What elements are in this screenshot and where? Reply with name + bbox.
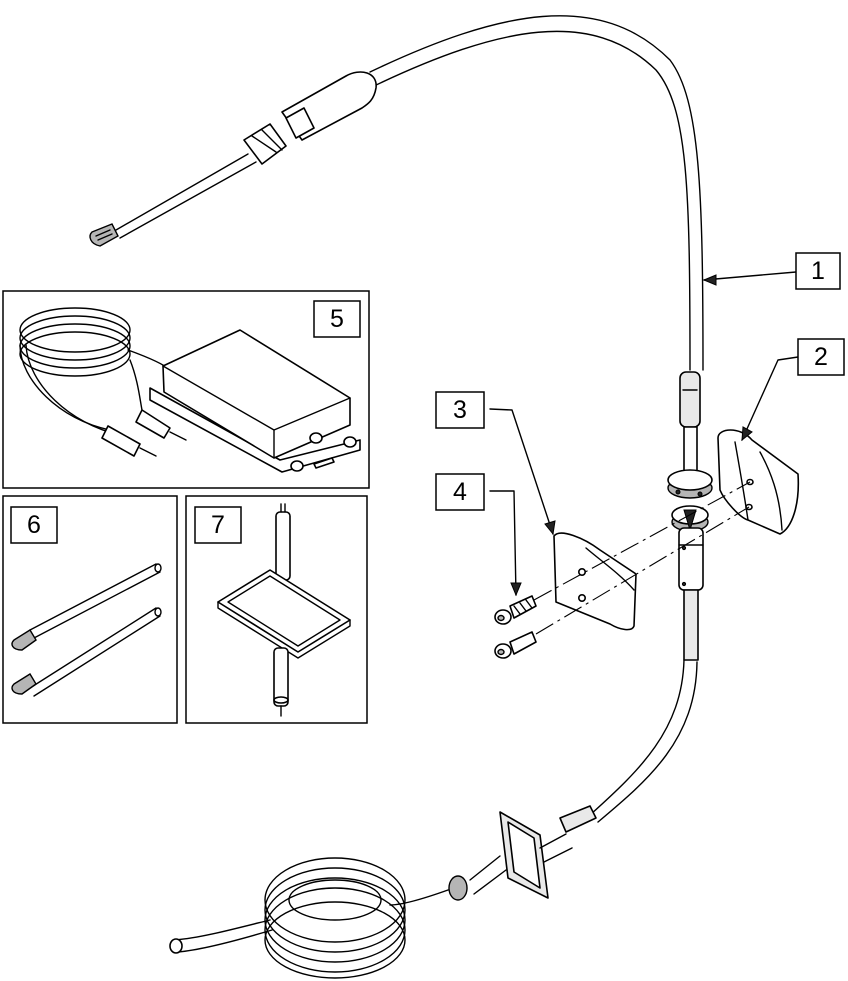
- callout-4-label: 4: [453, 478, 467, 506]
- callout-5-label: 5: [330, 305, 344, 333]
- screw-bottom: [494, 631, 537, 659]
- inset-panel-7: [185, 495, 368, 724]
- assembly-lines: [533, 481, 751, 635]
- callout-2: 2: [797, 338, 845, 376]
- callout-6-label: 6: [27, 511, 41, 539]
- leader-lines: [489, 271, 799, 597]
- callout-5: 5: [313, 300, 361, 338]
- callout-7-label: 7: [211, 511, 225, 539]
- screws: [494, 595, 537, 659]
- callout-3-label: 3: [453, 396, 467, 424]
- screw-top: [494, 595, 537, 625]
- bracket-left: [553, 532, 637, 631]
- callout-3: 3: [435, 391, 485, 429]
- callout-4: 4: [435, 473, 485, 511]
- callout-2-label: 2: [814, 343, 828, 371]
- inset-panel-5: [2, 290, 370, 489]
- callout-7: 7: [194, 506, 242, 544]
- bracket-right: [717, 429, 800, 535]
- callout-1: 1: [795, 252, 841, 290]
- callout-6: 6: [10, 506, 58, 544]
- cable-assembly: [89, 15, 713, 979]
- callout-1-label: 1: [811, 257, 825, 285]
- cable-coil: [169, 857, 449, 979]
